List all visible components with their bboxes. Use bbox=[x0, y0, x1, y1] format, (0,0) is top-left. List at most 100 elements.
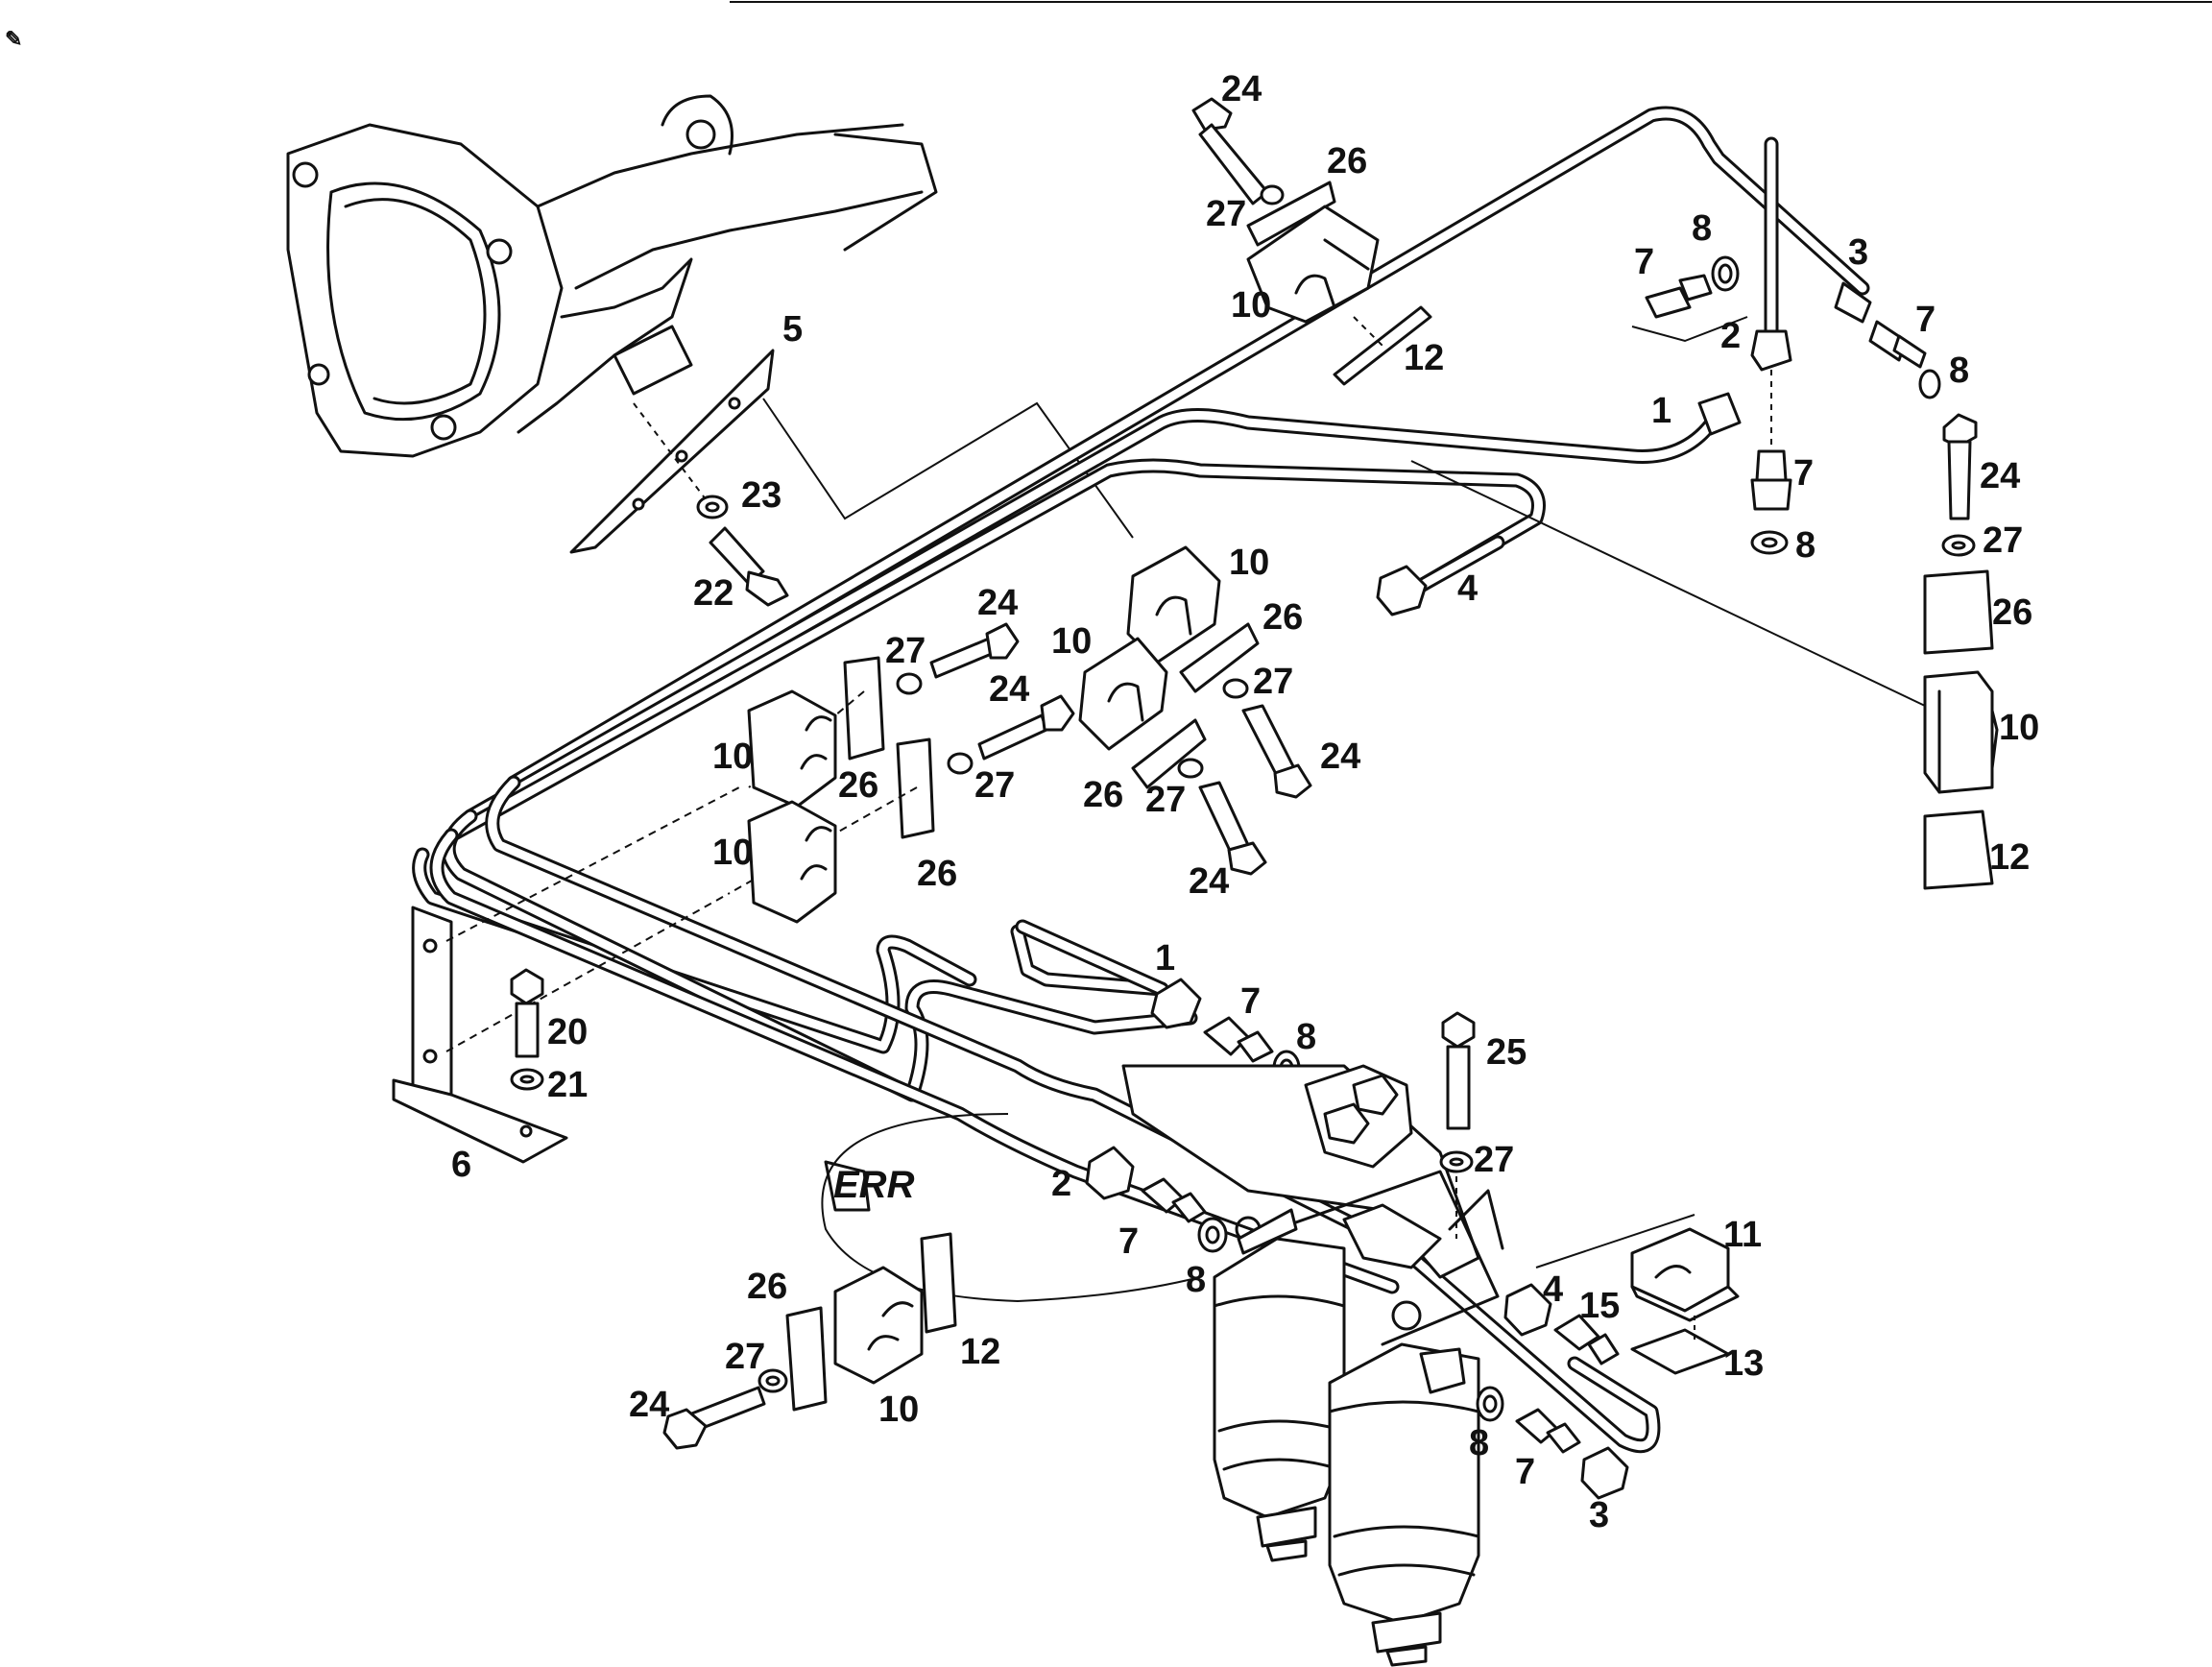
callout-7-lower-upper: 7 bbox=[1240, 981, 1261, 1022]
pipe-nut-3-lower bbox=[1580, 1446, 1629, 1500]
stamp-frame bbox=[824, 1160, 871, 1212]
callout-6: 6 bbox=[451, 1145, 471, 1185]
callout-25: 25 bbox=[1486, 1032, 1527, 1073]
filter-base-outline bbox=[821, 1113, 1201, 1303]
washer-8-vertical bbox=[1750, 530, 1789, 555]
callout-4-top: 4 bbox=[1457, 568, 1478, 609]
callout-4-lower: 4 bbox=[1543, 1269, 1563, 1310]
callout-24-lower: 24 bbox=[629, 1385, 669, 1425]
washer-27-bolt-25 bbox=[1439, 1150, 1474, 1239]
pipe-nut-4-top bbox=[1376, 535, 1505, 616]
bolt-24-left-upper bbox=[929, 622, 1020, 679]
callout-12-right: 12 bbox=[1989, 837, 2030, 878]
callout-8-lower-upper: 8 bbox=[1296, 1017, 1316, 1057]
callout-10-lower: 10 bbox=[878, 1389, 919, 1430]
clamp-plate-26-middle-lower bbox=[1131, 718, 1207, 789]
bolt-22 bbox=[709, 526, 789, 607]
washer-8-lower-left bbox=[1197, 1217, 1228, 1253]
washer-21 bbox=[510, 1068, 544, 1091]
pipe-nut-4-lower bbox=[1503, 1283, 1552, 1337]
callout-27-left-upper: 27 bbox=[885, 631, 926, 671]
filter-canister-left bbox=[1213, 1208, 1346, 1562]
callout-10-left-lower: 10 bbox=[712, 833, 753, 873]
bolt-20 bbox=[510, 968, 544, 1058]
clamp-block-10-middle-upper bbox=[1126, 545, 1221, 664]
callout-3-lower: 3 bbox=[1589, 1495, 1609, 1535]
callout-27-top: 27 bbox=[1206, 194, 1246, 234]
fuel-filter-housing bbox=[1121, 1064, 1504, 1346]
callout-24-middle-lower: 24 bbox=[1189, 861, 1229, 902]
clamp-block-10-left-lower bbox=[747, 800, 837, 924]
callout-8-lower-left: 8 bbox=[1186, 1260, 1206, 1300]
clamp-plate-12-top bbox=[1333, 305, 1432, 386]
washer-27-middle-lower bbox=[1177, 758, 1204, 779]
clamp-plate-26-top bbox=[1246, 181, 1336, 247]
clamp-block-11 bbox=[1535, 1214, 1740, 1322]
callout-15: 15 bbox=[1579, 1286, 1620, 1326]
callout-1-lower: 1 bbox=[1155, 938, 1175, 978]
callout-12-top: 12 bbox=[1404, 338, 1444, 378]
callout-12-lower: 12 bbox=[960, 1332, 1000, 1372]
callout-1-top: 1 bbox=[1651, 391, 1671, 431]
callout-24-left-lower: 24 bbox=[989, 669, 1029, 710]
washer-27-right bbox=[1941, 534, 1976, 557]
callout-27-bolt-25: 27 bbox=[1474, 1140, 1514, 1180]
callout-7-top: 7 bbox=[1634, 242, 1654, 282]
clamp-plate-12-right bbox=[1923, 809, 1994, 890]
washer-8-top-right bbox=[1918, 369, 1941, 399]
stamp-text: ERR bbox=[833, 1164, 915, 1206]
bolt-24-middle-lower bbox=[1198, 781, 1267, 876]
callout-21: 21 bbox=[547, 1065, 588, 1105]
bolt-24-left-lower bbox=[977, 694, 1075, 761]
callout-26-middle-lower: 26 bbox=[1083, 775, 1123, 815]
callout-26-left-upper: 26 bbox=[838, 765, 878, 806]
callout-27-lower: 27 bbox=[725, 1337, 765, 1377]
callout-7-lower-right: 7 bbox=[1515, 1452, 1535, 1492]
fuel-pipe-bundle bbox=[412, 106, 1870, 1454]
clamp-plate-26-right bbox=[1923, 569, 1994, 655]
clamp-plate-12-lower bbox=[920, 1232, 957, 1334]
callout-26-right: 26 bbox=[1992, 592, 2032, 633]
callout-3-top: 3 bbox=[1848, 232, 1868, 273]
callout-11: 11 bbox=[1723, 1215, 1762, 1255]
pipe-nut-1-top bbox=[1697, 392, 1742, 436]
engine-housing bbox=[286, 94, 938, 458]
bolt-25 bbox=[1441, 1011, 1476, 1130]
washer-8-top bbox=[1711, 255, 1740, 292]
washer-27-lower bbox=[757, 1368, 788, 1393]
callout-27-right: 27 bbox=[1983, 520, 2023, 561]
bolt-24-right bbox=[1942, 413, 1978, 520]
callout-10-middle-lower: 10 bbox=[1051, 621, 1092, 662]
union-7-vertical bbox=[1750, 449, 1792, 511]
pipe-nut-3-top bbox=[1834, 281, 1872, 324]
callout-22: 22 bbox=[693, 573, 733, 614]
leader-line-top-7 bbox=[1631, 316, 1748, 343]
callout-8-top: 8 bbox=[1692, 208, 1712, 249]
washer-27-left-upper bbox=[896, 672, 923, 695]
clamp-block-10-left-upper bbox=[747, 689, 837, 809]
callout-10-left-upper: 10 bbox=[712, 737, 753, 777]
washer-27-left-lower bbox=[947, 752, 974, 775]
bolt-24-top bbox=[1191, 97, 1269, 205]
callout-23: 23 bbox=[741, 475, 781, 516]
leader-line-right-clamp bbox=[1410, 460, 1926, 707]
washer-8-lower-right bbox=[1476, 1386, 1504, 1422]
callout-27-middle-lower: 27 bbox=[1145, 780, 1186, 820]
pipe-2-vertical bbox=[1750, 136, 1792, 451]
filter-canister-right bbox=[1328, 1342, 1480, 1667]
corner-mark: ✎ bbox=[5, 27, 22, 51]
callout-2-top: 2 bbox=[1720, 316, 1741, 356]
callout-8-top-right: 8 bbox=[1949, 350, 1969, 391]
washer-27-top bbox=[1260, 184, 1285, 205]
clamp-plate-13 bbox=[1630, 1316, 1730, 1375]
callout-24-left-upper: 24 bbox=[977, 583, 1018, 623]
union-15 bbox=[1553, 1314, 1620, 1365]
callout-24-middle: 24 bbox=[1320, 737, 1360, 777]
bolt-24-middle bbox=[1241, 704, 1312, 799]
union-7-lower-left bbox=[1141, 1177, 1207, 1223]
union-7-top-right bbox=[1868, 320, 1927, 369]
callout-10-right: 10 bbox=[1999, 708, 2039, 748]
bracket-6 bbox=[392, 786, 740, 1164]
callout-26-top: 26 bbox=[1327, 141, 1367, 181]
